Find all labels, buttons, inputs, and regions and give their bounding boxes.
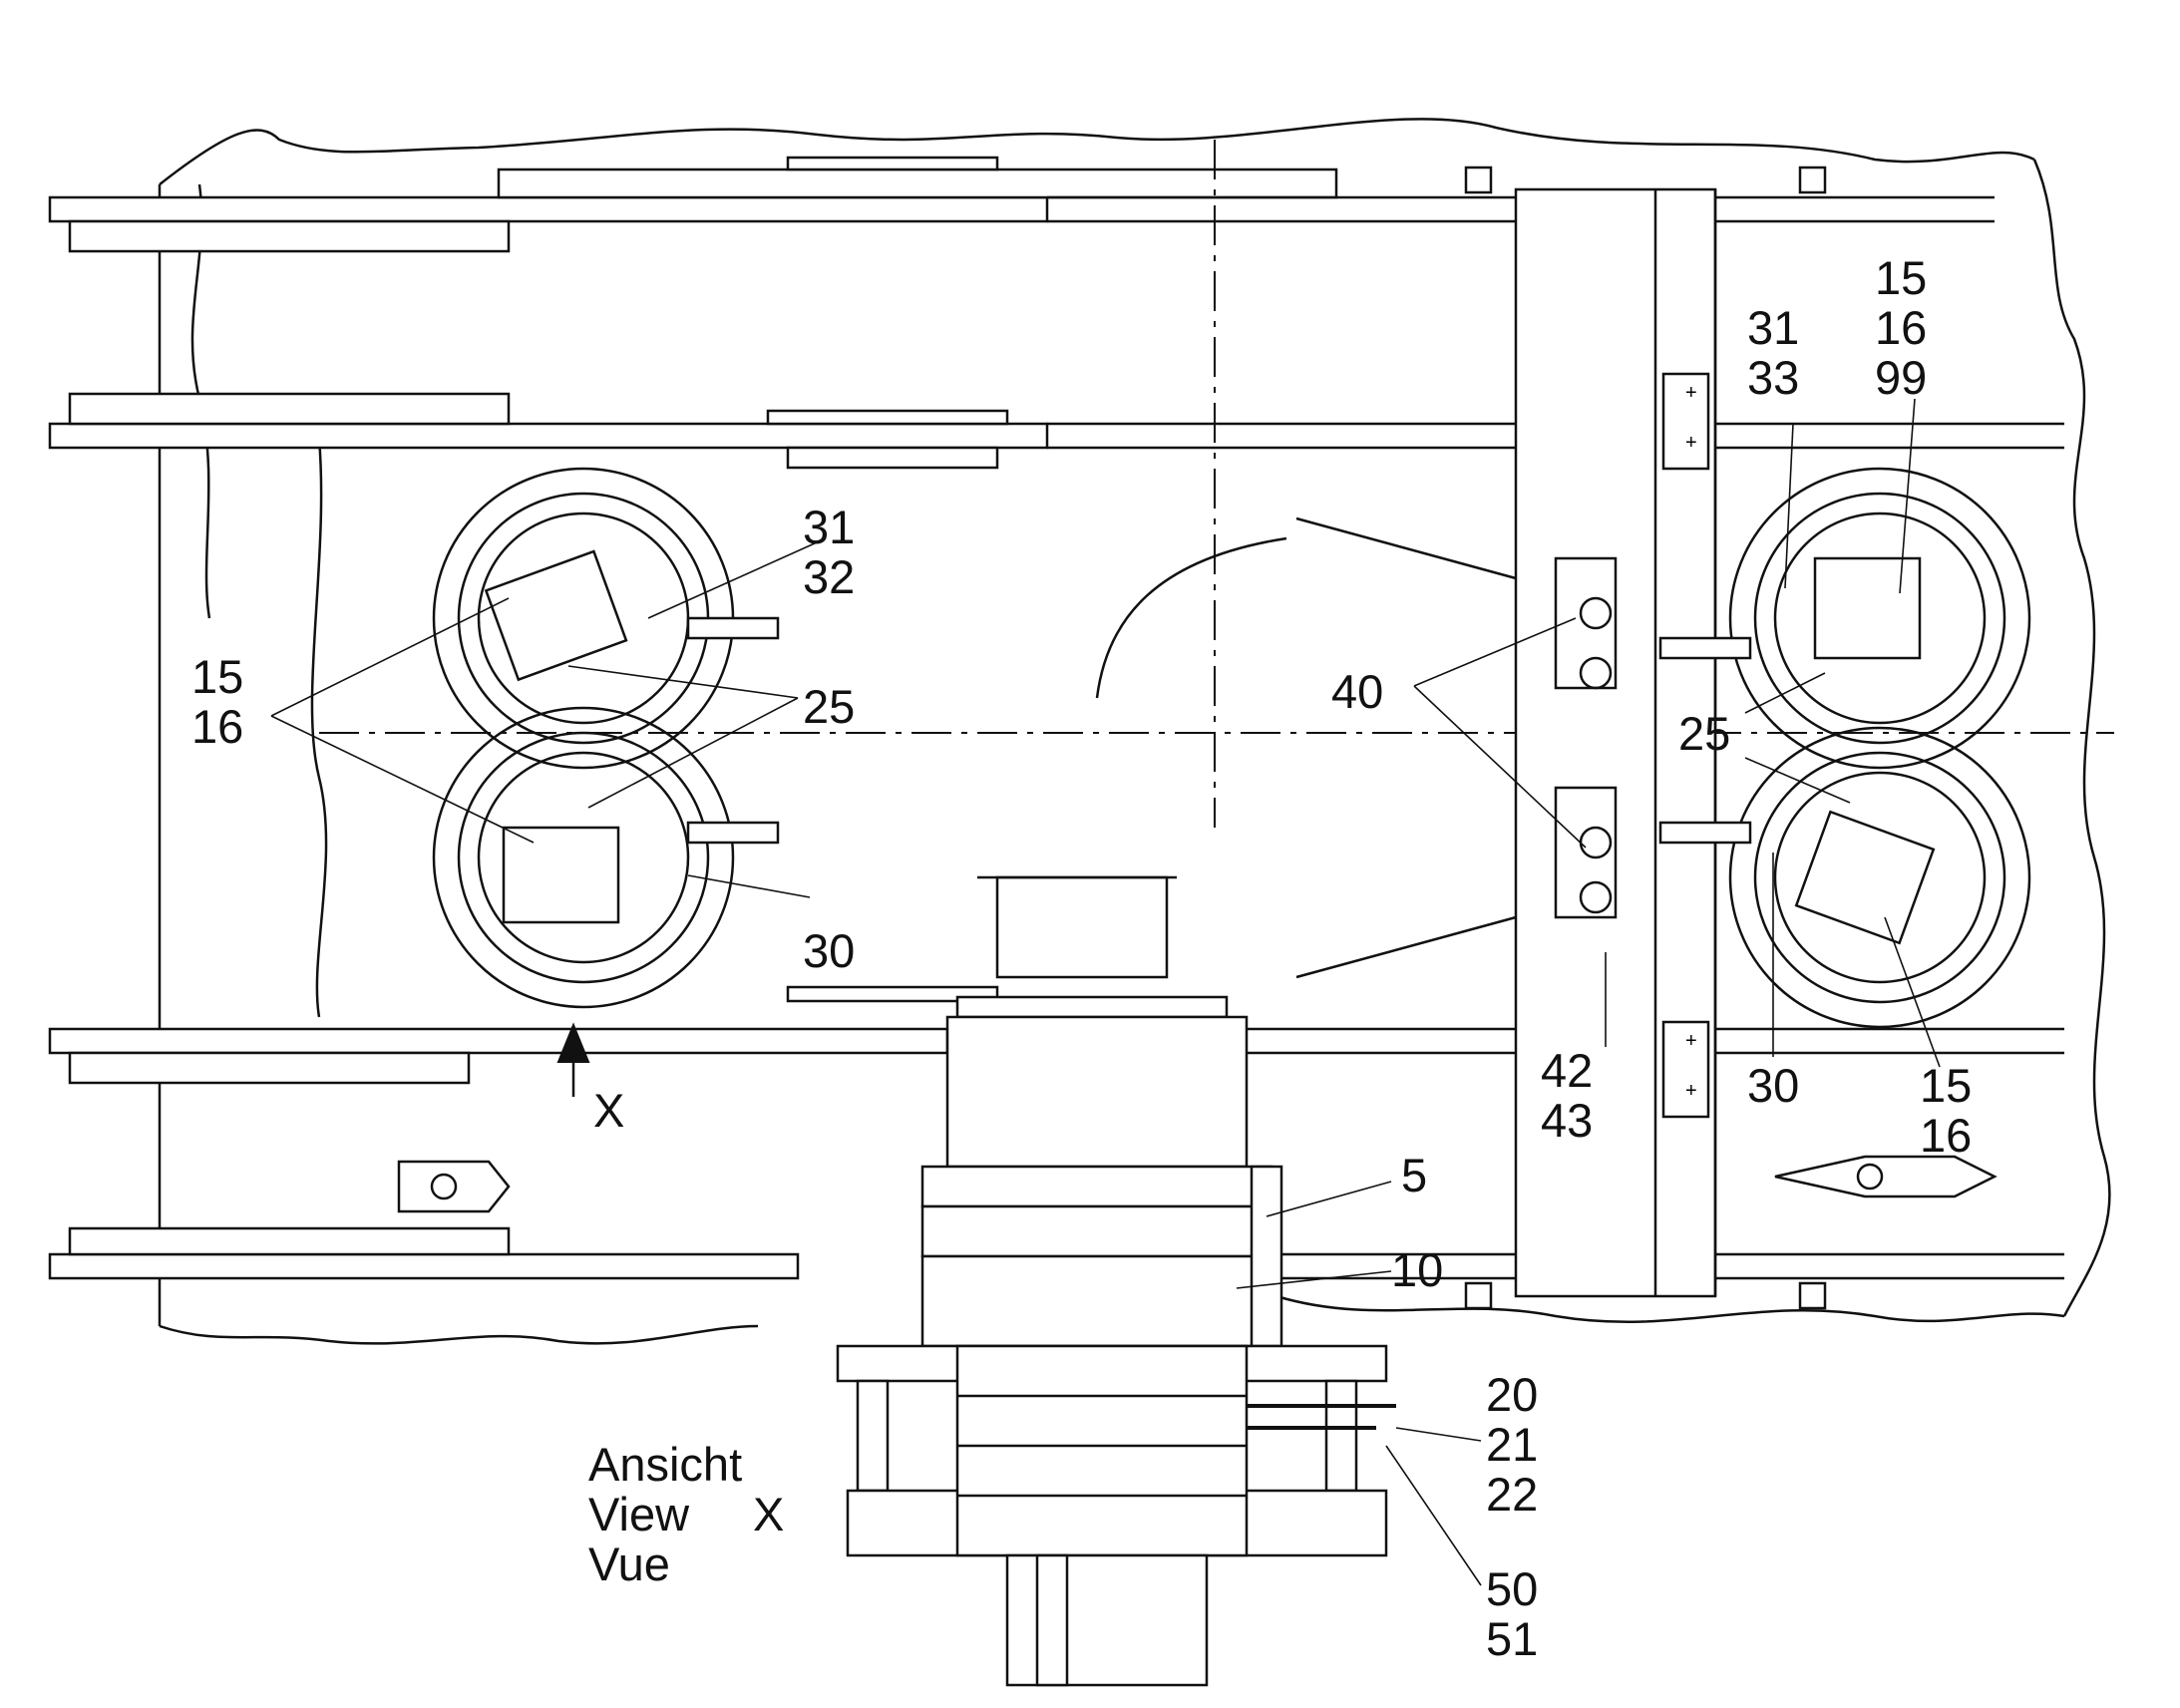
caption-ansicht: Ansicht (588, 1438, 742, 1491)
callout-42-right: 42 (1541, 1044, 1593, 1097)
callout-15-right-top: 15 (1875, 251, 1927, 304)
callout-31-right: 31 (1747, 301, 1799, 354)
horizontal-beams (48, 156, 2064, 1280)
drive-left-lower (432, 706, 780, 1009)
callout-10: 10 (1391, 1243, 1443, 1296)
callout-16-left: 16 (191, 700, 243, 753)
drive-right-lower (1658, 726, 2031, 1029)
drive-left-upper (432, 467, 780, 770)
leader-lines (270, 398, 1941, 1586)
callout-22: 22 (1486, 1468, 1538, 1521)
caption-vue: Vue (588, 1537, 670, 1590)
callout-51: 51 (1486, 1612, 1538, 1665)
callout-20: 20 (1486, 1368, 1538, 1421)
svg-text:+: + (1685, 382, 1697, 404)
callout-40-right: 40 (1331, 665, 1383, 718)
callout-50: 50 (1486, 1562, 1538, 1615)
callout-31-left: 31 (803, 501, 855, 553)
callout-5: 5 (1401, 1149, 1427, 1201)
cross-frame: + + + + (1095, 166, 1827, 1310)
valve-blocks (1554, 556, 1618, 919)
callout-33-right: 33 (1747, 351, 1799, 404)
drive-right-upper (1658, 467, 2031, 770)
svg-text:+: + (1685, 1030, 1697, 1052)
caption-view-marker: X (753, 1488, 784, 1540)
callout-30-right: 30 (1747, 1059, 1799, 1112)
callout-32-left: 32 (803, 550, 855, 603)
callout-x-arrow: X (593, 1084, 624, 1137)
callout-25-left: 25 (803, 680, 855, 733)
callout-15-right-bottom: 15 (1920, 1059, 1972, 1112)
callout-43-right: 43 (1541, 1094, 1593, 1147)
callout-99-right-top: 99 (1875, 351, 1927, 404)
center-lines (319, 140, 2114, 828)
svg-text:+: + (1685, 432, 1697, 454)
callouts: 31 32 15 16 25 30 X 15 16 99 31 33 40 25… (191, 251, 1972, 1665)
callout-15-left: 15 (191, 650, 243, 703)
view-caption: Ansicht View X Vue (588, 1438, 784, 1590)
callout-16-right-bottom: 16 (1920, 1109, 1972, 1162)
callout-21: 21 (1486, 1418, 1538, 1471)
callout-16-right-top: 16 (1875, 301, 1927, 354)
caption-view: View (588, 1488, 690, 1540)
callout-25-right: 25 (1678, 707, 1730, 760)
view-arrow (556, 1022, 590, 1097)
svg-text:+: + (1685, 1080, 1697, 1102)
drive-side-view (836, 875, 1396, 1687)
callout-30-left: 30 (803, 924, 855, 977)
